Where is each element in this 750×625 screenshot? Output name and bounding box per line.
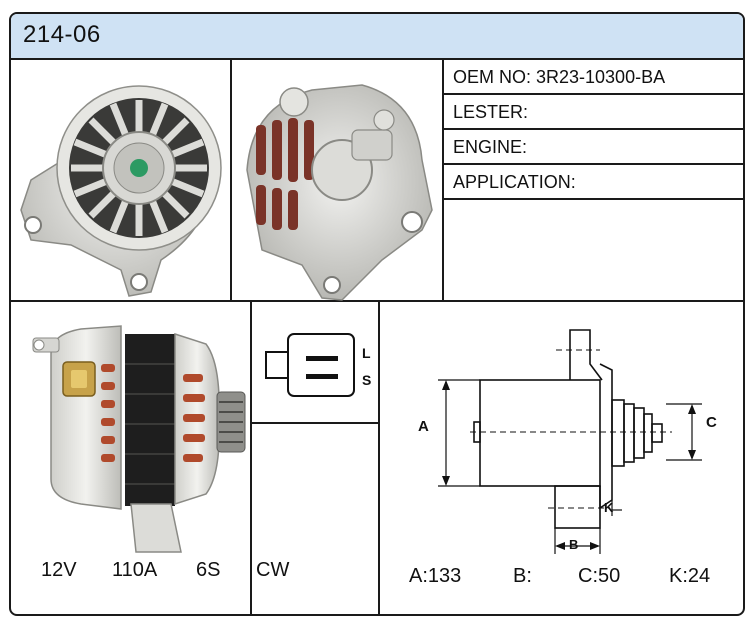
rating-rotation: CW	[256, 559, 290, 581]
alternator-front-photo	[20, 85, 222, 297]
divider-photo-1	[230, 58, 232, 300]
divider-connector	[250, 422, 380, 424]
divider-spec-1	[442, 93, 743, 95]
divider-spec-3	[442, 163, 743, 165]
divider-bottom-1	[250, 302, 252, 614]
divider-photo-2	[442, 58, 444, 300]
dimension-label-c: C	[706, 414, 717, 431]
part-number: 214-06	[23, 21, 101, 48]
connector-plug-diagram	[265, 333, 355, 397]
divider-spec-4	[442, 198, 743, 200]
dimension-value-a: A:133	[409, 565, 462, 587]
dimension-label-k: K	[604, 500, 614, 515]
rating-voltage: 12V	[41, 559, 77, 581]
oem-number: OEM NO: 3R23-10300-BA	[453, 67, 666, 87]
dimension-label-a: A	[418, 418, 429, 435]
connector-label-s: S	[362, 372, 372, 388]
dimension-drawing	[438, 329, 702, 554]
dimension-value-b: B:	[513, 565, 532, 587]
lester-field: LESTER:	[453, 102, 529, 122]
header-bar: 214-06	[11, 14, 743, 60]
divider-spec-2	[442, 128, 743, 130]
rating-pulley: 6S	[196, 559, 221, 581]
application-field: APPLICATION:	[453, 172, 576, 192]
divider-row-1	[11, 300, 743, 302]
engine-field: ENGINE:	[453, 137, 528, 157]
dimension-value-c: C:50	[578, 565, 621, 587]
alternator-side-photo	[32, 325, 246, 553]
rating-amperage: 110A	[112, 559, 158, 581]
dimension-label-b: B	[569, 537, 579, 552]
product-card: 214-06 OEM NO: 3R23-10300-BA LESTER: ENG…	[9, 12, 745, 616]
connector-label-l: L	[362, 345, 371, 361]
divider-bottom-2	[378, 302, 380, 614]
dimension-value-k: K:24	[669, 565, 711, 587]
alternator-rear-photo	[246, 84, 433, 301]
